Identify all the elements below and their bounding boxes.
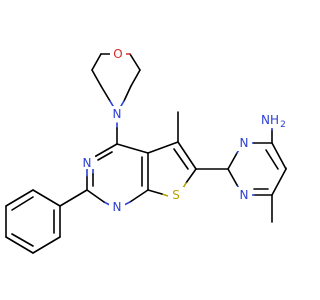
right-pyrimidine-nitrogen-top-label: N — [240, 136, 249, 150]
pyrimidine-nitrogen-top-label: N — [83, 156, 92, 170]
morpholine-oxygen-label: O — [113, 47, 122, 61]
thiophene-sulfur-label: S — [172, 188, 180, 202]
pyrimidine-nitrogen-bottom-label: N — [113, 200, 122, 214]
bonds — [5, 53, 287, 254]
morpholine-nitrogen-label: N — [113, 107, 122, 121]
atom-labels: O N N N S N N NH 2 — [79, 46, 288, 215]
right-pyrimidine-nitrogen-bottom-label: N — [240, 188, 249, 202]
amino-group-label: NH — [261, 113, 279, 127]
molecule-diagram: O N N N S N N NH 2 — [5, 46, 288, 254]
amino-subscript-label: 2 — [280, 120, 286, 130]
